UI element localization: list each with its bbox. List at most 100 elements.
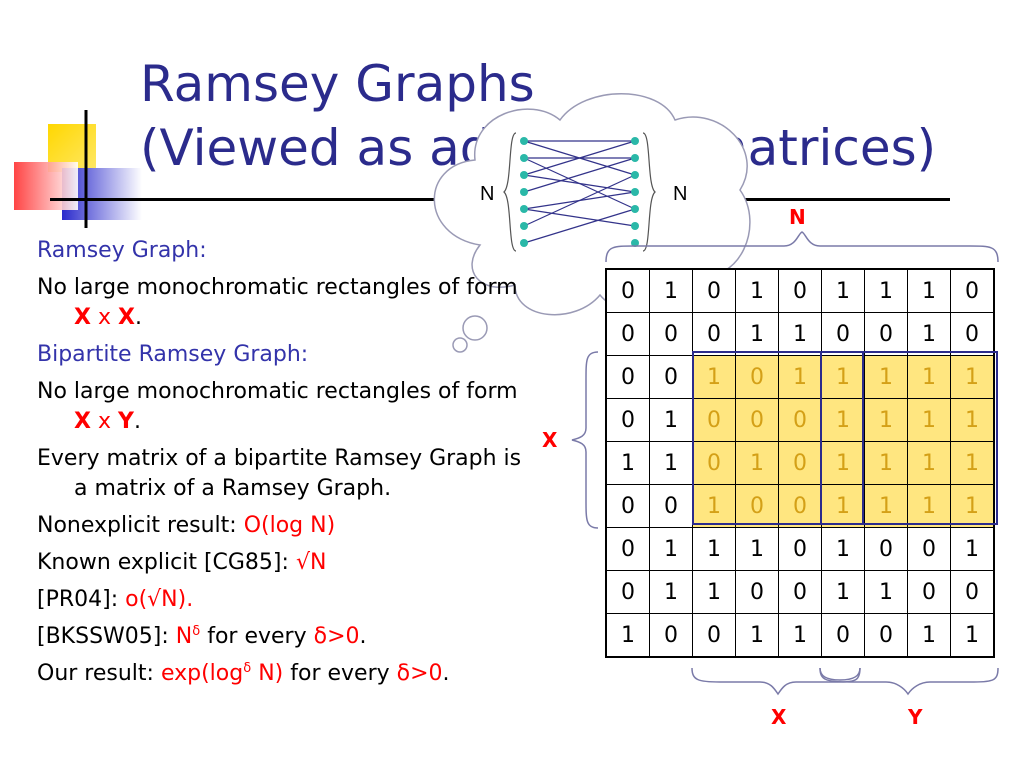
our-result-delta: δ xyxy=(243,661,252,676)
matrix-cell: 0 xyxy=(692,312,736,356)
matrix-cell: 0 xyxy=(605,570,650,614)
bipartite-graph-cloud: N N xyxy=(433,93,751,353)
graph-edges xyxy=(523,140,636,244)
matrix-cell: 1 xyxy=(649,570,693,614)
matrix-cell: 0 xyxy=(735,398,779,442)
matrix-cell: 1 xyxy=(950,355,995,399)
bullet-bipartite: Bipartite Ramsey Graph: xyxy=(37,340,537,370)
matrix-cell: 1 xyxy=(864,484,908,528)
matrix-cell: 0 xyxy=(821,613,865,658)
matrix-cell: 1 xyxy=(778,355,822,399)
bullet-bipartite-def: No large monochromatic rectangles of for… xyxy=(37,377,537,437)
matrix-cell: 0 xyxy=(735,570,779,614)
matrix-cell: 1 xyxy=(821,527,865,571)
matrix-cell: 0 xyxy=(821,312,865,356)
matrix-cell: 1 xyxy=(950,527,995,571)
matrix-cell: 0 xyxy=(950,312,995,356)
matrix-cell: 1 xyxy=(692,527,736,571)
bkssw05-label: [BKSSW05]: xyxy=(37,624,169,649)
matrix-cell: 0 xyxy=(605,398,650,442)
bullet-bksswo5: [BKSSW05]: Nδ for every δ>0. xyxy=(37,622,537,652)
matrix-cell: 1 xyxy=(950,613,995,658)
x-bottom-label: X xyxy=(771,705,787,729)
matrix-cell: 0 xyxy=(950,268,995,313)
bullet-nonexplicit: Nonexplicit result: O(log N) xyxy=(37,511,537,541)
our-result-val-b: N) xyxy=(258,661,284,686)
matrix-cell: 1 xyxy=(950,484,995,528)
matrix-cell: 1 xyxy=(735,441,779,485)
every-matrix-text: Every matrix of a bipartite Ramsey Graph… xyxy=(37,446,522,501)
matrix-cell: 0 xyxy=(907,527,951,571)
ramsey-def-text: No large monochromatic rectangles of for… xyxy=(37,275,518,300)
bkssw05-delta: δ xyxy=(192,624,201,639)
matrix-cell: 0 xyxy=(864,527,908,571)
bipartite-def-y: Y xyxy=(118,409,134,434)
our-result-end: . xyxy=(442,661,450,686)
matrix-cell: 1 xyxy=(649,527,693,571)
matrix-cell: 1 xyxy=(821,484,865,528)
matrix-cell: 0 xyxy=(778,484,822,528)
matrix-cell: 1 xyxy=(605,441,650,485)
matrix-cell: 1 xyxy=(649,268,693,313)
matrix-cell: 0 xyxy=(778,441,822,485)
bullet-ramsey-def: No large monochromatic rectangles of for… xyxy=(37,273,537,333)
title-line-1: Ramsey Graphs xyxy=(140,55,535,113)
matrix-cell: 1 xyxy=(649,398,693,442)
matrix-cell: 0 xyxy=(864,613,908,658)
matrix-cell: 1 xyxy=(692,570,736,614)
bipartite-heading: Bipartite Ramsey Graph: xyxy=(37,342,309,367)
bipartite-def-times: x xyxy=(97,409,111,434)
matrix-cell: 1 xyxy=(692,484,736,528)
cloud-left-n: N xyxy=(480,183,494,205)
bullet-our-result: Our result: exp(logδ N) for every δ>0. xyxy=(37,659,537,689)
matrix-cell: 1 xyxy=(735,312,779,356)
matrix-cell: 0 xyxy=(692,613,736,658)
ramsey-def-x1: X xyxy=(74,305,91,330)
matrix-cell: 1 xyxy=(907,312,951,356)
right-brace xyxy=(642,132,656,252)
matrix-cell: 1 xyxy=(821,268,865,313)
matrix-cell: 0 xyxy=(649,312,693,356)
matrix-cell: 0 xyxy=(605,312,650,356)
matrix-cell: 1 xyxy=(605,613,650,658)
matrix-cell: 1 xyxy=(950,441,995,485)
nonexplicit-value: O(log N) xyxy=(243,513,336,538)
bullet-list: Ramsey Graph: No large monochromatic rec… xyxy=(37,236,537,696)
matrix-cell: 1 xyxy=(950,398,995,442)
matrix-cell: 0 xyxy=(649,355,693,399)
matrix-cell: 0 xyxy=(649,484,693,528)
matrix-cell: 1 xyxy=(907,268,951,313)
matrix-cell: 0 xyxy=(735,355,779,399)
matrix-cell: 0 xyxy=(778,268,822,313)
n-label: N xyxy=(789,205,806,229)
matrix-cell: 1 xyxy=(821,570,865,614)
our-result-label: Our result: xyxy=(37,661,154,686)
matrix-cell: 1 xyxy=(692,355,736,399)
bipartite-def-end: . xyxy=(133,409,141,434)
cloud-right-n: N xyxy=(673,183,687,205)
bullet-every-matrix: Every matrix of a bipartite Ramsey Graph… xyxy=(37,444,537,504)
matrix-cell: 1 xyxy=(907,484,951,528)
matrix-cell: 1 xyxy=(907,441,951,485)
our-result-val-a: exp(log xyxy=(160,661,244,686)
ramsey-graph-heading: Ramsey Graph: xyxy=(37,238,207,263)
matrix-cell: 1 xyxy=(735,613,779,658)
x-left-label: X xyxy=(542,428,558,452)
matrix-cell: 0 xyxy=(692,268,736,313)
nonexplicit-label: Nonexplicit result: xyxy=(37,513,237,538)
bkssw05-cond: δ>0 xyxy=(313,624,360,649)
left-brace xyxy=(503,132,517,252)
bullet-ramsey-graph: Ramsey Graph: xyxy=(37,236,537,266)
pr04-value: o(√N). xyxy=(125,587,194,612)
matrix-cell: 0 xyxy=(864,312,908,356)
matrix-cell: 0 xyxy=(778,398,822,442)
matrix-cell: 1 xyxy=(778,312,822,356)
matrix-cell: 1 xyxy=(735,268,779,313)
y-bottom-label: Y xyxy=(908,705,923,729)
matrix-cell: 0 xyxy=(735,484,779,528)
